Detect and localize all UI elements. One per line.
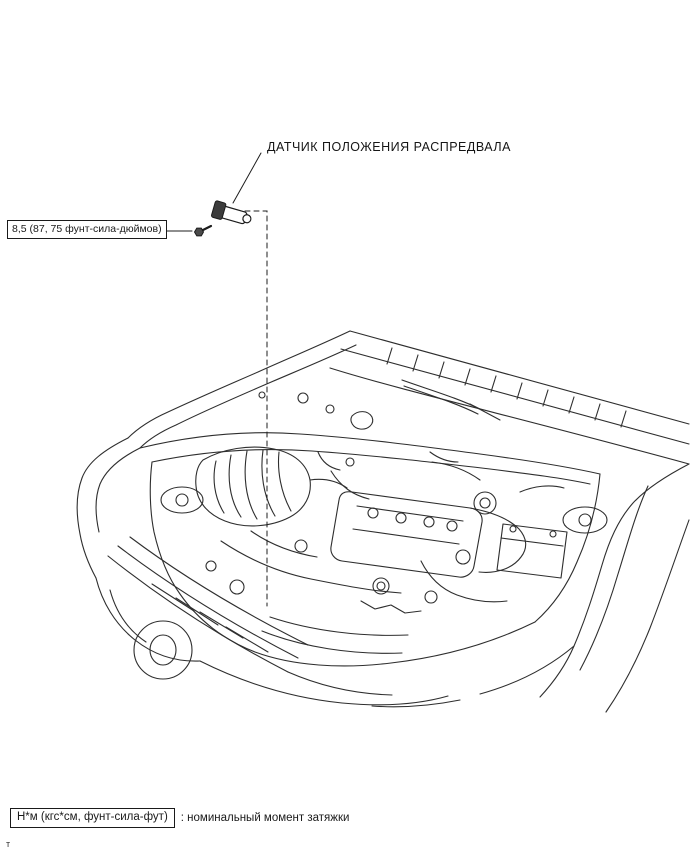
legend: Н*м (кгс*см, фунт-сила-фут) : номинальны… bbox=[10, 808, 350, 829]
camshaft-sensor-label: ДАТЧИК ПОЛОЖЕНИЯ РАСПРЕДВАЛА bbox=[267, 140, 511, 154]
camshaft-sensor-icon bbox=[211, 200, 252, 225]
callout-leader-line bbox=[232, 152, 262, 204]
footer-mark: т bbox=[6, 839, 11, 849]
bolt-icon bbox=[193, 224, 213, 237]
torque-spec-box: 8,5 (87, 75 фунт-сила-дюймов) bbox=[7, 220, 167, 240]
sensor-location-dashed-line bbox=[244, 210, 268, 607]
legend-unit-box: Н*м (кгс*см, фунт-сила-фут) bbox=[10, 808, 175, 829]
engine-bay-drawing bbox=[76, 330, 690, 713]
legend-description: : номинальный момент затяжки bbox=[180, 812, 350, 825]
